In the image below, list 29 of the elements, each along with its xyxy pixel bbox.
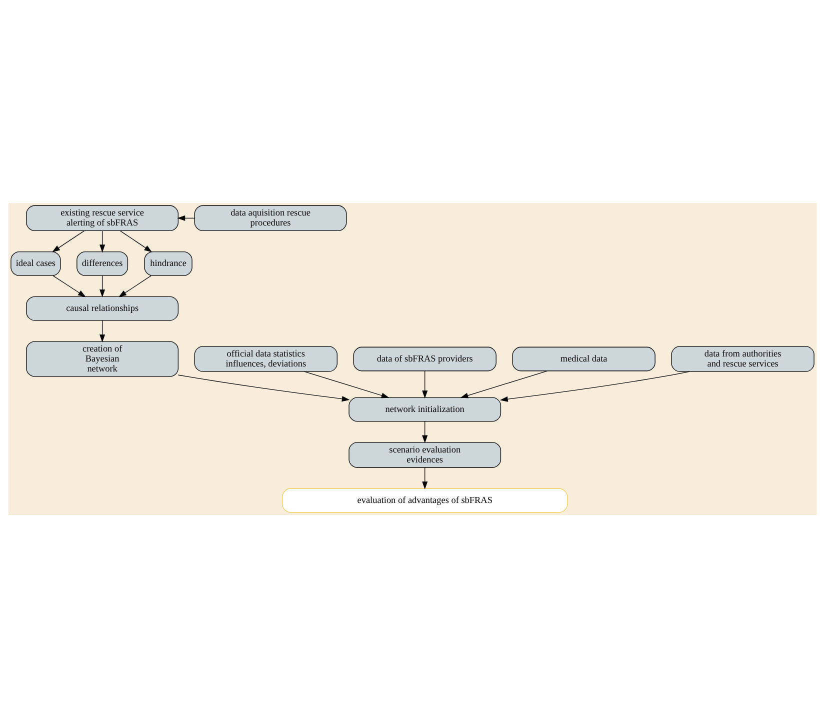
node-box: evaluation of advantages of sbFRAS: [282, 488, 568, 512]
arrow: [422, 466, 428, 489]
arrow: [100, 320, 106, 342]
node-box: scenario evaluation evidences: [348, 442, 502, 468]
arrow: [52, 274, 86, 297]
arrow: [422, 370, 428, 398]
arrow: [460, 370, 548, 398]
node-box: data from authorities and rescue services: [671, 346, 814, 372]
node-box: medical data: [512, 346, 656, 371]
node-box: network initialization: [348, 396, 502, 422]
arrow: [177, 214, 195, 220]
node-box: creation of Bayesian network: [26, 340, 178, 376]
arrow: [178, 374, 350, 402]
node-box: data of sbFRAS providers: [353, 346, 496, 371]
node-box: ideal cases: [10, 250, 61, 276]
node-box: hindrance: [144, 250, 192, 276]
arrow: [52, 230, 85, 252]
node-box: existing rescue service alerting of sbFRAS: [26, 204, 178, 231]
arrow: [100, 230, 106, 252]
node-box: official data statistics influences, deviations: [194, 346, 338, 372]
arrow: [120, 230, 152, 252]
arrow: [100, 274, 106, 297]
arrow: [304, 370, 390, 398]
node-box: causal relationships: [26, 296, 178, 320]
arrow: [500, 370, 690, 402]
arrow: [422, 420, 428, 443]
node-box: data aquisition rescue procedures: [194, 204, 347, 231]
arrow: [118, 274, 152, 297]
node-box: differences: [76, 250, 128, 276]
